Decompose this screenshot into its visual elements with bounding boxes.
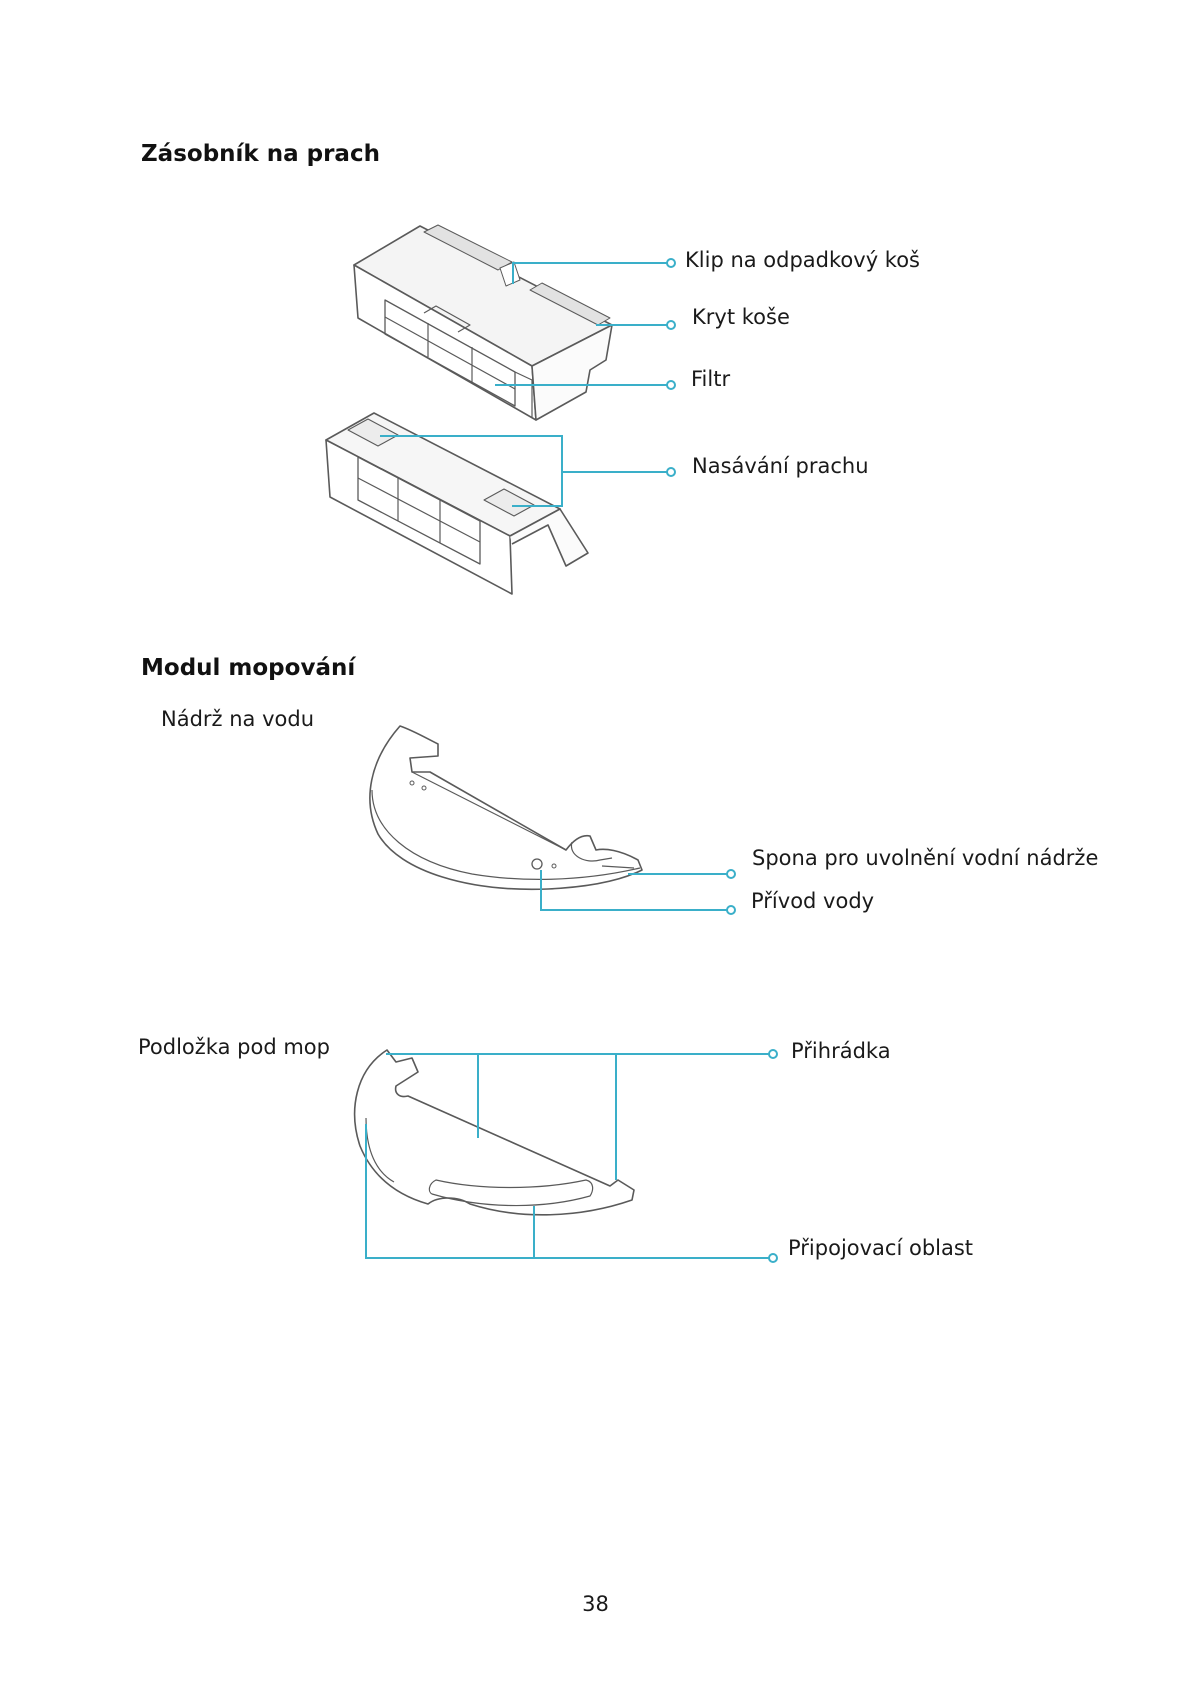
label-compartment: Přihrádka bbox=[791, 1041, 891, 1062]
mop-pad-illustration bbox=[355, 1050, 634, 1215]
label-attachment-area: Připojovací oblast bbox=[788, 1238, 973, 1259]
leader-dot-attachment-area bbox=[769, 1254, 777, 1262]
leader-dot-compartment bbox=[769, 1050, 777, 1058]
page-number: 38 bbox=[0, 1592, 1191, 1616]
